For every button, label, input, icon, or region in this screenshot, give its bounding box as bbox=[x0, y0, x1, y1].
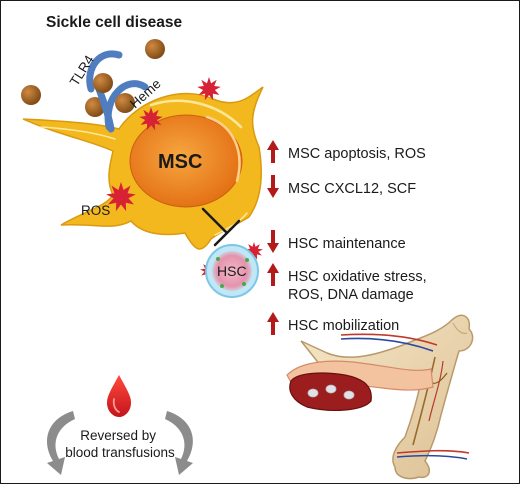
reversal-text: Reversed by blood transfusions bbox=[65, 428, 175, 460]
increase-arrow-icon bbox=[267, 263, 279, 286]
heme-molecule-icon bbox=[115, 93, 135, 113]
ros-burst-icon bbox=[197, 77, 221, 101]
heme-molecule-icon bbox=[145, 39, 165, 59]
effect-row: HSC maintenance bbox=[267, 230, 406, 253]
decrease-arrow-icon bbox=[267, 175, 279, 198]
decrease-arrow-icon bbox=[267, 230, 279, 253]
tlr4-receptor-icon bbox=[86, 50, 149, 133]
ros-burst-icon bbox=[139, 107, 163, 131]
cycle-arrow-icon bbox=[47, 411, 75, 475]
effect-row: MSC CXCL12, SCF bbox=[267, 175, 416, 198]
reversal-line-2: blood transfusions bbox=[65, 445, 175, 460]
effect-text: MSC CXCL12, SCF bbox=[288, 181, 416, 197]
effect-row: MSC apoptosis, ROS bbox=[267, 140, 426, 163]
hsc-cell bbox=[205, 244, 259, 298]
cycle-arrow-icon bbox=[165, 411, 193, 475]
hsc-label: HSC bbox=[217, 263, 247, 279]
reversal-line-1: Reversed by bbox=[80, 428, 156, 443]
blood-vessel-icon bbox=[286, 333, 470, 460]
effect-text: ROS, DNA damage bbox=[288, 287, 414, 303]
inhibition-icon bbox=[201, 207, 241, 247]
blood-drop-icon bbox=[107, 375, 131, 417]
increase-arrow-icon bbox=[267, 312, 279, 335]
msc-nucleus bbox=[129, 114, 243, 208]
effect-text: MSC apoptosis, ROS bbox=[288, 146, 426, 162]
diagram-title: Sickle cell disease bbox=[46, 14, 183, 31]
effect-row: HSC mobilization bbox=[267, 312, 399, 335]
heme-molecule-icon bbox=[21, 85, 41, 105]
effect-row: HSC oxidative stress, ROS, DNA damage bbox=[267, 263, 427, 303]
heme-molecule-icon bbox=[93, 73, 113, 93]
effect-text: HSC oxidative stress, bbox=[288, 269, 427, 285]
msc-label: MSC bbox=[158, 151, 202, 173]
effects-list: MSC apoptosis, ROS MSC CXCL12, SCF HSC mai… bbox=[267, 140, 427, 335]
bone-icon bbox=[300, 314, 474, 480]
effect-text: HSC mobilization bbox=[288, 318, 399, 334]
ros-burst-icon bbox=[245, 242, 263, 260]
effect-text: HSC maintenance bbox=[288, 236, 406, 252]
ros-burst-icon bbox=[106, 182, 136, 212]
increase-arrow-icon bbox=[267, 140, 279, 163]
ros-label: ROS bbox=[81, 203, 110, 218]
